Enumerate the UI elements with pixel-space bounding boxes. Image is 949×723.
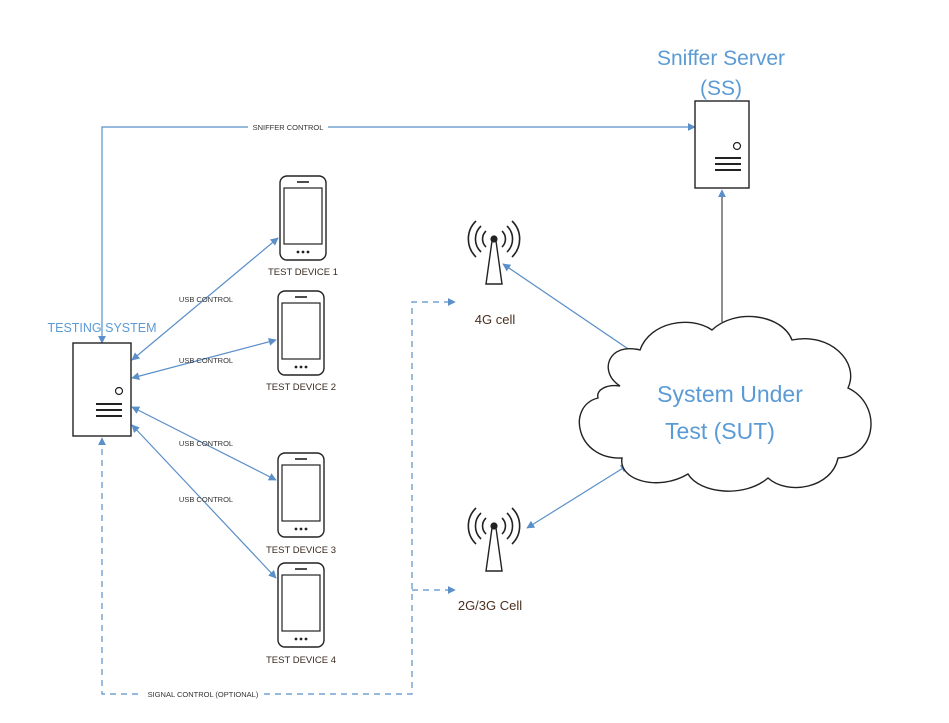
phone-icon-4	[277, 562, 325, 648]
sut-title-2: Test (SUT)	[665, 418, 775, 444]
usb-line-device-4	[131, 424, 277, 579]
link-4g-sut	[502, 263, 641, 358]
signal-control-line	[98, 298, 456, 695]
usb-control-label-3: USB CONTROL	[179, 439, 233, 448]
phone-icon-1	[279, 175, 327, 261]
cell-label-2g3g: 2G/3G Cell	[458, 598, 522, 613]
usb-control-label-4: USB CONTROL	[179, 495, 233, 504]
device-label-2: TEST DEVICE 2	[266, 382, 336, 393]
device-label-4: TEST DEVICE 4	[266, 655, 336, 666]
sniffer-server-title-2: (SS)	[700, 77, 742, 100]
usb-control-label-1: USB CONTROL	[179, 295, 233, 304]
link-2g3g-sut	[526, 464, 629, 529]
sniffer-server	[694, 100, 750, 189]
sniffer-control-line	[98, 123, 696, 344]
testing-system-title: TESTING SYSTEM	[47, 321, 156, 335]
sut-title-1: System Under	[657, 381, 803, 407]
device-label-1: TEST DEVICE 1	[268, 267, 338, 278]
phone-icon-3	[277, 452, 325, 538]
device-label-3: TEST DEVICE 3	[266, 545, 336, 556]
cell-label-4g: 4G cell	[475, 312, 516, 327]
phone-icon-2	[277, 290, 325, 376]
sniffer-control-label: SNIFFER CONTROL	[253, 123, 324, 132]
cell-tower-4g-icon	[467, 220, 521, 285]
sniffer-server-title-1: Sniffer Server	[657, 47, 785, 70]
cell-tower-2g3g-icon	[467, 507, 521, 572]
signal-control-label: SIGNAL CONTROL (OPTIONAL)	[148, 690, 259, 699]
sut-cloud-icon	[578, 315, 872, 492]
usb-control-label-2: USB CONTROL	[179, 356, 233, 365]
testing-system-server	[72, 342, 132, 437]
